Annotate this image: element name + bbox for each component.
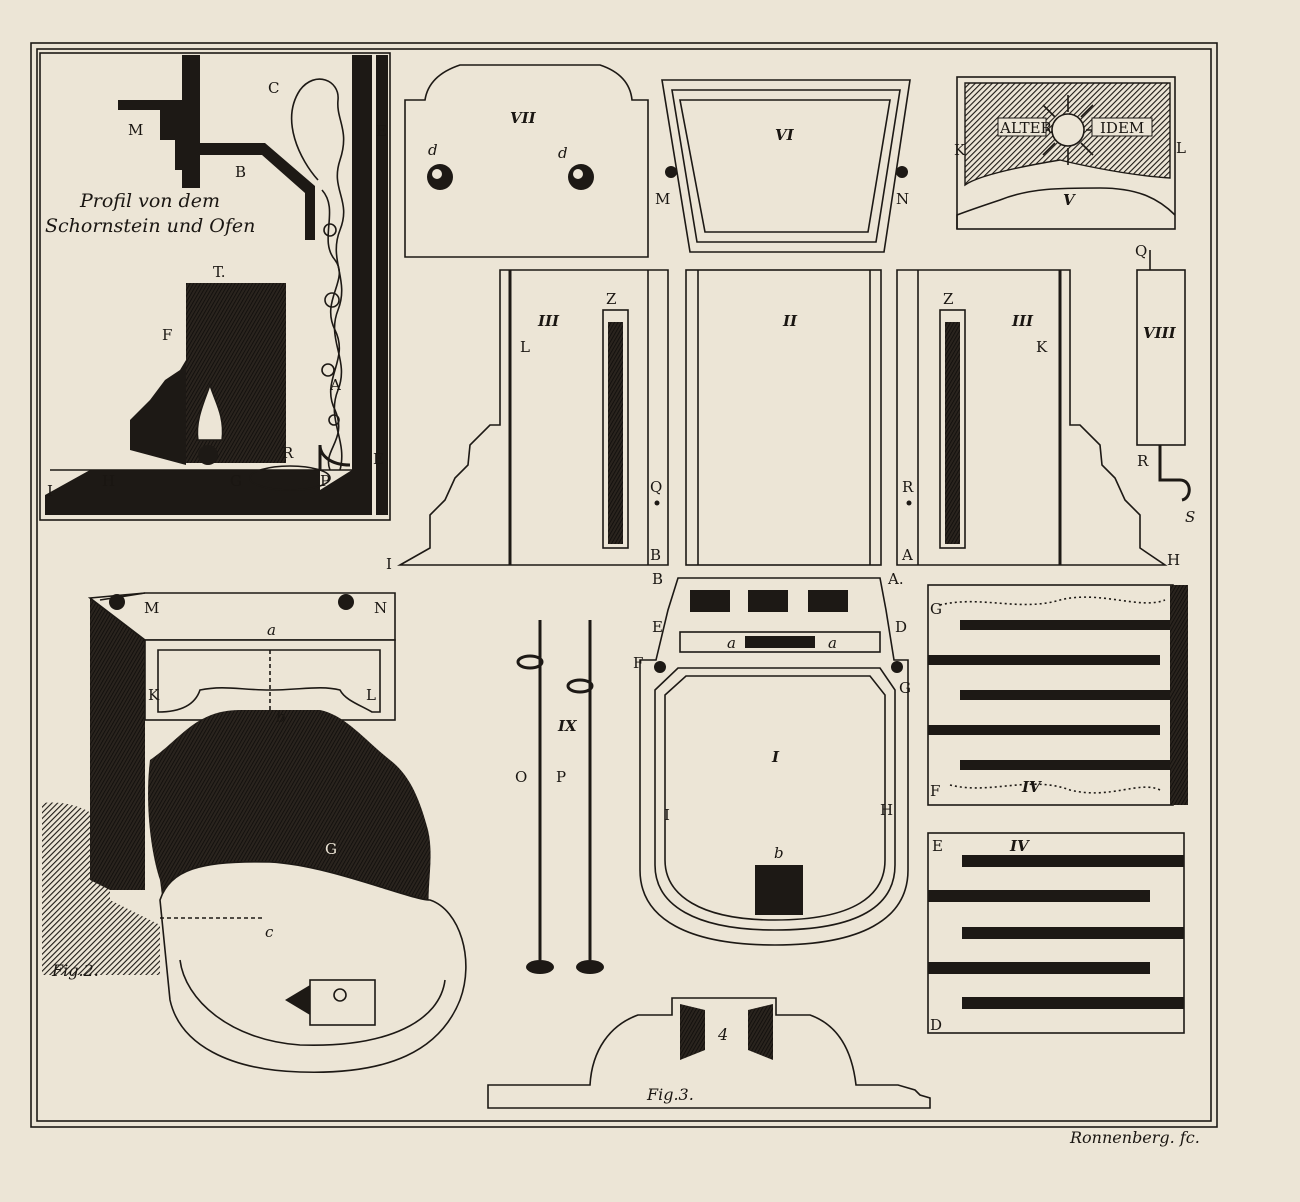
- profile-label-r: R: [282, 444, 294, 462]
- piece-ii: II B A.: [652, 269, 904, 588]
- piece-ix-label-o: O: [515, 768, 527, 786]
- profile-label-e-bottom: E: [373, 450, 384, 468]
- profile-label-g: G: [230, 472, 242, 490]
- piece-vii-label-d1: d: [428, 141, 438, 159]
- piece-ix-label-p: P: [556, 768, 566, 786]
- piece-viii: VIII Q R S: [1135, 242, 1195, 526]
- fig2-label-g: G: [325, 840, 337, 858]
- profile-label-f: F: [162, 326, 172, 344]
- profile-label-m: M: [128, 121, 143, 139]
- piece-i-label-e: E: [652, 618, 663, 636]
- piece-viii-label-r: R: [1137, 452, 1149, 470]
- piece-iii-right-label-h: H: [1167, 551, 1180, 569]
- piece-iii-left-label-z: Z: [606, 290, 616, 308]
- profile-label-i: I: [47, 482, 53, 500]
- piece-iii-right: III Z K R A H: [896, 269, 1180, 569]
- profile-label-b: B: [235, 163, 246, 181]
- piece-ix: IX O P: [515, 620, 604, 974]
- piece-vii: VII d d: [404, 64, 649, 258]
- piece-i: I E D F G a a I H b: [633, 577, 911, 946]
- piece-vi-label-m: M: [655, 190, 670, 208]
- piece-iii-left: III Z L Q I B: [386, 269, 669, 573]
- piece-iii-left-label-i: I: [386, 555, 392, 573]
- base-number: 4: [717, 1025, 728, 1044]
- fig2-label-a: a: [267, 621, 276, 639]
- piece-v-motto-left: ALTER: [999, 119, 1053, 137]
- piece-iv-top-roman: IV: [1021, 778, 1042, 796]
- piece-iii-right-label-r: R: [902, 478, 914, 496]
- fig2-stove: M N a K L b G c Fig.2.: [42, 592, 467, 1074]
- fig3-caption: Fig.3.: [646, 1085, 694, 1104]
- fig2-label-k: K: [148, 686, 160, 704]
- piece-iv-bottom: E IV D: [927, 832, 1185, 1034]
- profile-label-t: T.: [213, 263, 226, 281]
- fig2-label-c: c: [265, 923, 274, 941]
- piece-i-label-b: b: [774, 844, 784, 862]
- piece-vii-roman: VII: [510, 109, 537, 127]
- piece-iv-bottom-label-d: D: [930, 1016, 942, 1034]
- profile-title-line2: Schornstein und Ofen: [45, 215, 255, 237]
- profile-label-a: A: [329, 376, 341, 394]
- piece-iii-left-label-q: Q: [650, 478, 662, 496]
- piece-iv-top: G F IV: [927, 584, 1188, 806]
- fire-icon: [196, 382, 224, 441]
- piece-i-label-d: D: [895, 618, 907, 636]
- piece-iv-top-label-f: F: [930, 782, 940, 800]
- face-icon: [198, 445, 218, 465]
- base-piece: 4 Fig.3.: [487, 997, 931, 1109]
- piece-v: ALTER IDEM V K L: [954, 76, 1186, 230]
- profile-label-c: C: [268, 79, 279, 97]
- piece-i-label-a1: a: [727, 634, 736, 652]
- piece-vi-label-n: N: [896, 190, 909, 208]
- piece-iii-right-label-a: A: [901, 546, 913, 564]
- piece-ix-roman: IX: [557, 717, 578, 735]
- plate-border: [30, 42, 1218, 1128]
- profile-label-e-top: E: [376, 122, 387, 140]
- fig2-label-m: M: [144, 599, 159, 617]
- smoke-column: [290, 78, 345, 471]
- piece-i-label-a2: a: [828, 634, 837, 652]
- piece-ii-roman: II: [782, 312, 798, 330]
- piece-vii-label-d2: d: [558, 144, 568, 162]
- piece-v-label-l: L: [1176, 139, 1186, 157]
- profile-label-p: P: [320, 472, 330, 490]
- fig2-label-b: b: [276, 708, 286, 726]
- piece-i-label-h: H: [880, 801, 893, 819]
- door-icon: [285, 985, 315, 1018]
- fig2-caption: Fig.2.: [51, 961, 99, 980]
- piece-v-motto-right: IDEM: [1100, 119, 1144, 137]
- fig2-label-n: N: [374, 599, 387, 617]
- engraver-signature: Ronnenberg. fc.: [1069, 1128, 1200, 1147]
- profile-label-h: H: [102, 472, 115, 490]
- piece-i-label-f: F: [633, 654, 643, 672]
- fig2-label-l: L: [366, 686, 376, 704]
- piece-viii-label-s: S: [1185, 508, 1195, 526]
- piece-v-label-k: K: [954, 141, 966, 159]
- profile-title-line1: Profil von dem: [79, 190, 220, 212]
- piece-viii-roman: VIII: [1143, 324, 1177, 342]
- piece-iv-top-label-g1: G: [930, 600, 942, 618]
- piece-iii-right-label-z: Z: [943, 290, 953, 308]
- profile-panel: Profil von dem Schornstein und Ofen C M …: [39, 52, 391, 521]
- piece-iv-bottom-label-e: E: [932, 837, 943, 855]
- piece-i-label-g: G: [899, 679, 911, 697]
- piece-ii-label-b: B: [652, 570, 663, 588]
- piece-ii-label-a: A.: [887, 570, 904, 588]
- piece-v-roman: V: [1063, 191, 1076, 209]
- piece-i-label-i: I: [664, 806, 670, 824]
- piece-iii-left-label-b: B: [650, 546, 661, 564]
- piece-i-roman: I: [771, 748, 780, 766]
- piece-iii-right-roman: III: [1011, 312, 1034, 330]
- piece-iii-right-label-k: K: [1036, 338, 1048, 356]
- piece-iii-left-label-l: L: [520, 338, 530, 356]
- piece-viii-label-q: Q: [1135, 242, 1147, 260]
- piece-vi-roman: VI: [775, 126, 795, 144]
- piece-iv-bottom-roman: IV: [1009, 837, 1030, 855]
- piece-iii-left-roman: III: [537, 312, 560, 330]
- sun-face-icon: [1051, 113, 1085, 147]
- piece-vi: VI M N: [655, 79, 911, 253]
